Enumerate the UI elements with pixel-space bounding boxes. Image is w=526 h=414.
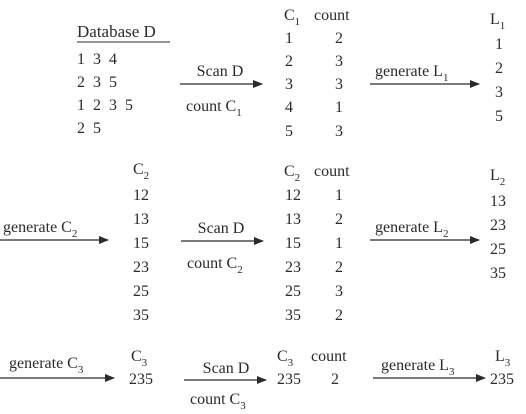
generate-c2-arrow: generate C2 xyxy=(0,219,109,244)
database-title: Database D xyxy=(77,22,156,41)
scan-arrow-1: Scan D count C1 xyxy=(180,63,263,119)
l2-table: L2 13 23 25 35 xyxy=(490,167,506,282)
l1-item: 1 xyxy=(495,36,503,53)
l3-item: 235 xyxy=(490,371,514,388)
c1-table: C1 count 1 2 3 4 5 2 3 3 1 3 xyxy=(284,7,350,140)
c1-header: C1 xyxy=(284,7,300,28)
arrow-label-count: count C1 xyxy=(186,98,242,119)
database-row: 2 5 xyxy=(77,120,101,137)
l1-item: 5 xyxy=(495,108,503,125)
c2-item: 25 xyxy=(285,283,301,300)
generate-l2-arrow: generate L2 xyxy=(370,219,480,244)
l2-item: 35 xyxy=(490,265,506,282)
c3-count-header: count xyxy=(311,348,347,365)
c2-count: 3 xyxy=(335,283,343,300)
c1-count: 3 xyxy=(335,123,343,140)
c2-count-header: count xyxy=(314,163,350,180)
c1-count-header: count xyxy=(314,7,350,24)
c3-candidates-header: C3 xyxy=(131,348,148,369)
l3-header: L3 xyxy=(495,348,511,369)
c3-candidate-item: 235 xyxy=(129,371,153,388)
c3-table: C3 count 235 2 xyxy=(277,348,347,388)
c3-count: 2 xyxy=(331,371,339,388)
database-row: 1 3 4 xyxy=(77,51,117,68)
generate-l3-arrow: generate L3 xyxy=(373,357,486,382)
c2-item: 35 xyxy=(285,307,301,324)
arrow-label-generate: generate L3 xyxy=(381,357,455,378)
l1-item: 2 xyxy=(495,60,503,77)
c1-count: 3 xyxy=(335,53,343,70)
scan-arrow-2: Scan D count C2 xyxy=(181,220,264,276)
c2-candidate-item: 23 xyxy=(133,259,149,276)
arrow-label-generate: generate L2 xyxy=(375,219,448,240)
l2-header: L2 xyxy=(490,167,505,188)
c2-candidate-item: 25 xyxy=(133,283,149,300)
c2-item: 12 xyxy=(285,187,301,204)
l1-table: L1 1 2 3 5 xyxy=(490,11,505,125)
arrow-label-generate: generate C3 xyxy=(9,355,84,376)
arrow-label-scan: Scan D xyxy=(198,220,245,237)
c2-table: C2 count 12 13 15 23 25 35 1 2 1 2 3 2 xyxy=(284,163,350,324)
c2-candidate-item: 12 xyxy=(133,187,149,204)
c2-candidates-header: C2 xyxy=(133,161,149,182)
c1-item: 3 xyxy=(285,76,293,93)
c3-header: C3 xyxy=(277,348,294,369)
scan-arrow-3: Scan D count C3 xyxy=(184,360,267,412)
arrow-label-count: count C3 xyxy=(190,391,246,412)
c2-candidates-table: C2 12 13 15 23 25 35 xyxy=(133,161,149,324)
l1-item: 3 xyxy=(495,84,503,101)
c1-count: 3 xyxy=(335,76,343,93)
c2-count: 2 xyxy=(335,211,343,228)
c1-count: 2 xyxy=(335,30,343,47)
c2-count: 2 xyxy=(335,307,343,324)
c1-item: 4 xyxy=(285,99,293,116)
c2-count: 1 xyxy=(335,235,343,252)
l1-header: L1 xyxy=(490,11,505,32)
c2-count: 1 xyxy=(335,187,343,204)
c1-item: 1 xyxy=(285,30,293,47)
c2-count: 2 xyxy=(335,259,343,276)
c1-count: 1 xyxy=(335,99,343,116)
c1-item: 2 xyxy=(285,53,293,70)
generate-c3-arrow: generate C3 xyxy=(0,355,115,382)
l2-item: 23 xyxy=(490,217,506,234)
c2-item: 23 xyxy=(285,259,301,276)
arrow-label-scan: Scan D xyxy=(203,360,250,377)
l2-item: 13 xyxy=(490,193,506,210)
c3-item: 235 xyxy=(277,371,301,388)
arrow-label-generate: generate C2 xyxy=(3,219,77,240)
database-table: Database D 1 3 4 2 3 5 1 2 3 5 2 5 xyxy=(77,22,170,137)
c2-header: C2 xyxy=(284,163,300,184)
c3-candidates-table: C3 235 xyxy=(129,348,153,388)
c2-item: 13 xyxy=(285,211,301,228)
l2-item: 25 xyxy=(490,241,506,258)
c2-candidate-item: 13 xyxy=(133,211,149,228)
arrow-label-count: count C2 xyxy=(187,255,243,276)
arrow-label-generate: generate L1 xyxy=(375,63,448,84)
generate-l1-arrow: generate L1 xyxy=(370,63,480,88)
c2-candidate-item: 15 xyxy=(133,235,149,252)
l3-table: L3 235 xyxy=(490,348,514,388)
c2-item: 15 xyxy=(285,235,301,252)
arrow-label-scan: Scan D xyxy=(197,63,244,80)
c1-item: 5 xyxy=(285,123,293,140)
database-row: 1 2 3 5 xyxy=(77,97,133,114)
database-row: 2 3 5 xyxy=(77,74,117,91)
c2-candidate-item: 35 xyxy=(133,307,149,324)
